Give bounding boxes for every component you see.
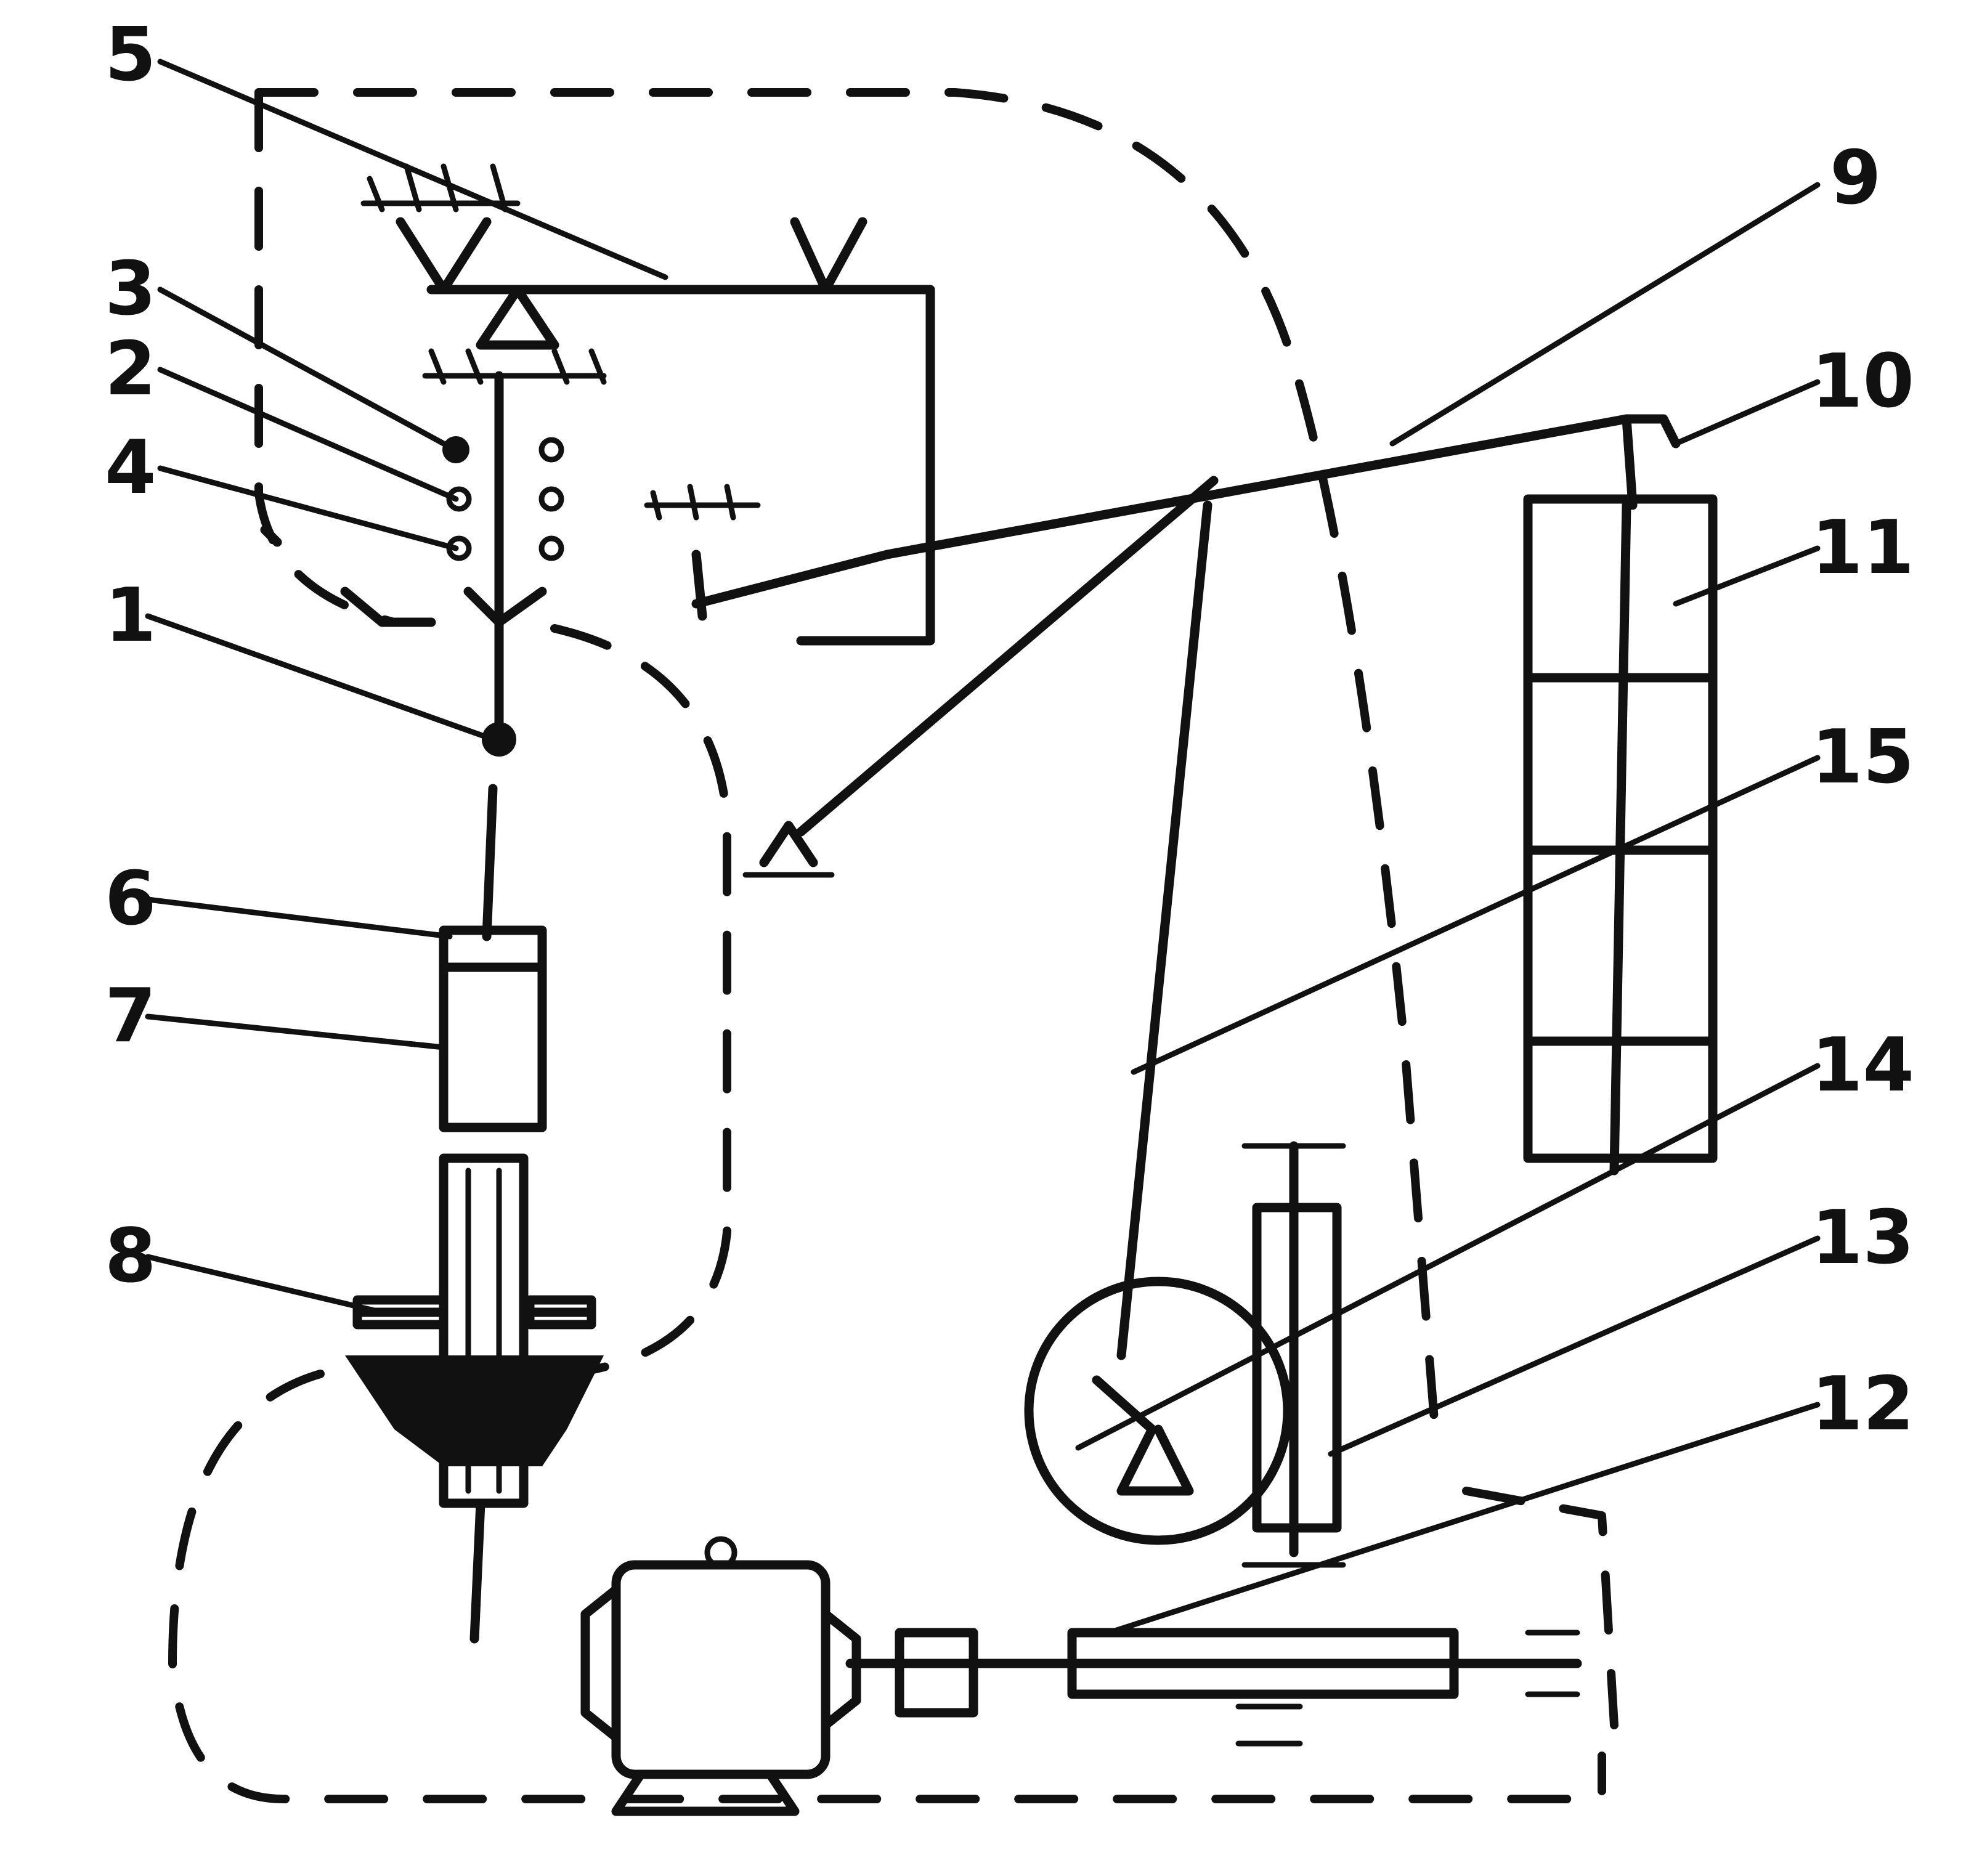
- label-2: 2: [105, 327, 156, 412]
- label-9: 9: [1830, 136, 1882, 221]
- top-lever: [360, 163, 935, 646]
- leader-lines: [145, 59, 1821, 1636]
- label-4: 4: [105, 425, 156, 511]
- label-14: 14: [1811, 1023, 1914, 1108]
- label-1: 1: [105, 573, 156, 659]
- label-7: 7: [105, 973, 156, 1059]
- counterweight: [1523, 494, 1718, 1176]
- part-labels: 5 3 2 4 1 6 7 8 9 10 11 15 14 13 12: [105, 12, 1914, 1447]
- label-13: 13: [1811, 1195, 1914, 1281]
- vertical-rod: [260, 371, 564, 941]
- label-15: 15: [1811, 715, 1914, 800]
- main-lever-linkage: [644, 414, 1681, 1360]
- label-5: 5: [105, 12, 156, 98]
- label-6: 6: [105, 856, 156, 942]
- label-3: 3: [105, 246, 156, 332]
- label-11: 11: [1811, 505, 1914, 591]
- pump-cylinder: [345, 925, 604, 1644]
- dashed-enclosure: [168, 88, 1618, 1803]
- electric-motor: [580, 1536, 861, 1816]
- label-8: 8: [105, 1214, 156, 1299]
- crank-gear-train: [845, 1141, 1582, 1747]
- label-10: 10: [1811, 339, 1914, 424]
- label-12: 12: [1811, 1362, 1914, 1447]
